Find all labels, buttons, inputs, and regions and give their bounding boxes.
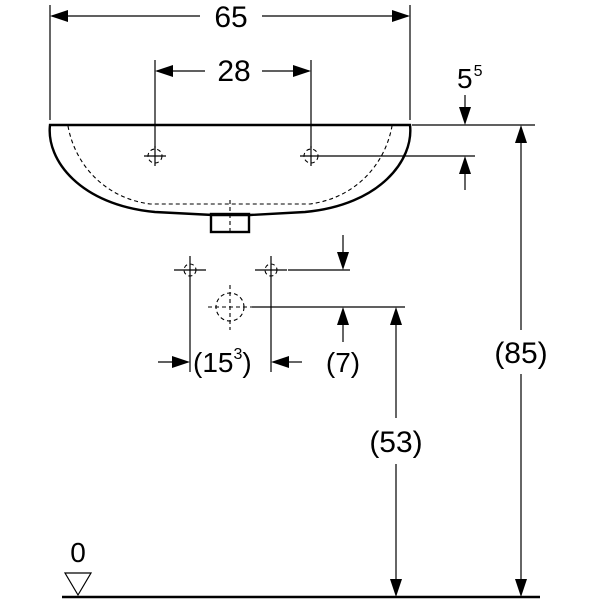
- waste-connection: [208, 285, 405, 330]
- dimension-supply-spacing: (153): [158, 346, 302, 378]
- label-supply-spacing: (153): [193, 346, 252, 378]
- label-rim-height: (85): [494, 337, 547, 370]
- label-floor-level: 0: [70, 537, 86, 568]
- dimension-tap-hole-spacing: 28: [154, 55, 312, 148]
- basin-inner-contour: [67, 125, 393, 205]
- dimension-waste-height: (53): [369, 307, 423, 597]
- dimension-rim-offset: 55: [322, 63, 535, 190]
- dimension-overall-width: 65: [49, 1, 411, 120]
- arrow-left: [155, 65, 173, 77]
- label-rim-offset: 55: [457, 63, 483, 94]
- floor-level: 0: [62, 537, 540, 599]
- label-tap-hole-spacing: 28: [217, 55, 250, 88]
- arrow-up: [515, 125, 527, 143]
- supply-valve-right: [255, 256, 287, 284]
- tap-hole-left: [144, 146, 166, 166]
- arrow-down: [337, 252, 349, 270]
- label-waste-height: (53): [369, 426, 422, 459]
- arrow-left: [271, 356, 289, 368]
- dimension-rim-height: (85): [494, 125, 548, 597]
- arrow-up: [337, 307, 349, 325]
- supply-valves: [174, 256, 350, 372]
- basin-body: [48, 123, 412, 234]
- arrow-down: [515, 579, 527, 597]
- tap-hole-right: [300, 146, 322, 166]
- arrow-up: [459, 156, 471, 174]
- arrow-right: [172, 356, 190, 368]
- arrow-right: [392, 10, 410, 22]
- dimension-supply-offset: (7): [326, 235, 360, 378]
- arrow-up: [390, 307, 402, 325]
- arrow-right: [293, 65, 311, 77]
- arrow-left: [50, 10, 68, 22]
- level-marker-icon: [63, 572, 93, 597]
- supply-valve-left: [174, 256, 206, 284]
- label-overall-width: 65: [214, 1, 247, 34]
- arrow-down: [459, 107, 471, 125]
- arrow-down: [390, 579, 402, 597]
- label-supply-offset: (7): [326, 347, 360, 378]
